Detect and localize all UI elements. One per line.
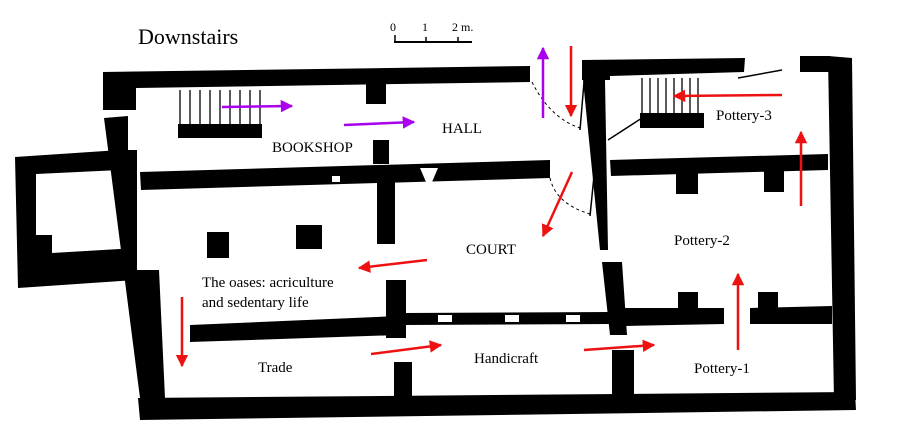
wall-bookshop-divider <box>373 140 389 164</box>
pillar-p2-b <box>764 168 784 192</box>
wall-trade <box>190 316 398 342</box>
wall-pottery-2-1-right <box>750 306 832 324</box>
scale-tick-2: 2 m. <box>452 20 473 34</box>
wall-pottery-2-1 <box>625 308 724 326</box>
route-arrow <box>357 258 428 273</box>
wall-court-lower <box>386 280 406 338</box>
outer-wall-right <box>828 56 856 400</box>
pillar-top <box>366 84 386 104</box>
scale-bar: 0 1 2 m. <box>390 20 473 43</box>
room-label-bookshop: BOOKSHOP <box>272 140 353 156</box>
stair-landing-pottery <box>640 113 704 128</box>
door-hall-arc <box>531 81 581 129</box>
room-label-pottery-1: Pottery-1 <box>694 361 750 377</box>
central-wall-stub <box>612 350 634 395</box>
route-arrow <box>370 340 443 356</box>
outer-wall-top-right-stub <box>800 56 830 72</box>
room-label-trade: Trade <box>258 360 293 376</box>
wall-trade-handicraft <box>394 362 412 396</box>
outer-wall-top-right <box>582 58 745 80</box>
plan-title: Downstairs <box>138 24 238 49</box>
annex-wall <box>15 150 136 288</box>
pillar-p2-a <box>676 170 698 194</box>
room-label-pottery-2: Pottery-2 <box>674 233 730 249</box>
outer-wall-left <box>104 116 165 398</box>
stair-landing-bookshop <box>178 124 262 138</box>
room-label-oases-line1: The oases: acriculture <box>202 275 334 291</box>
central-wall <box>583 80 608 250</box>
pillar-oases-2 <box>296 225 322 249</box>
room-label-hall: HALL <box>442 121 482 137</box>
scale-tick-1: 1 <box>422 20 428 34</box>
upper-route-arrow <box>343 116 416 129</box>
route-arrow <box>541 171 574 238</box>
room-label-court: COURT <box>466 242 516 258</box>
staircase-pottery <box>641 78 699 113</box>
pillar-oases-1 <box>207 232 229 258</box>
pillar-p1-b <box>758 292 778 310</box>
door-hall-leaf <box>579 81 585 131</box>
door-pottery3-leaf <box>607 117 643 141</box>
scale-tick-0: 0 <box>390 20 396 34</box>
door-top-right-leaf <box>737 69 783 79</box>
door-court-leaf <box>589 175 595 217</box>
route-arrow <box>672 89 783 103</box>
wall-pottery-3-2 <box>610 154 828 176</box>
room-label-handicraft: Handicraft <box>474 351 539 367</box>
room-label-oases-line2: and sedentary life <box>202 295 309 311</box>
upper-route-arrow <box>221 99 294 113</box>
wall-hall-court <box>140 160 550 190</box>
room-labels: BOOKSHOP HALL COURT The oases: acricultu… <box>202 108 772 377</box>
doors <box>531 69 783 217</box>
outer-wall-bottom <box>138 392 856 420</box>
central-wall-lower <box>602 262 627 335</box>
window-marks <box>332 168 580 322</box>
route-arrows <box>175 46 808 368</box>
door-court-arc <box>549 177 591 215</box>
outer-wall-top-left <box>103 66 530 110</box>
room-label-pottery-3: Pottery-3 <box>716 108 772 124</box>
route-arrow <box>583 339 656 353</box>
wall-court-vertical <box>377 178 395 244</box>
pillar-p1-a <box>678 292 698 310</box>
walls <box>15 56 856 420</box>
